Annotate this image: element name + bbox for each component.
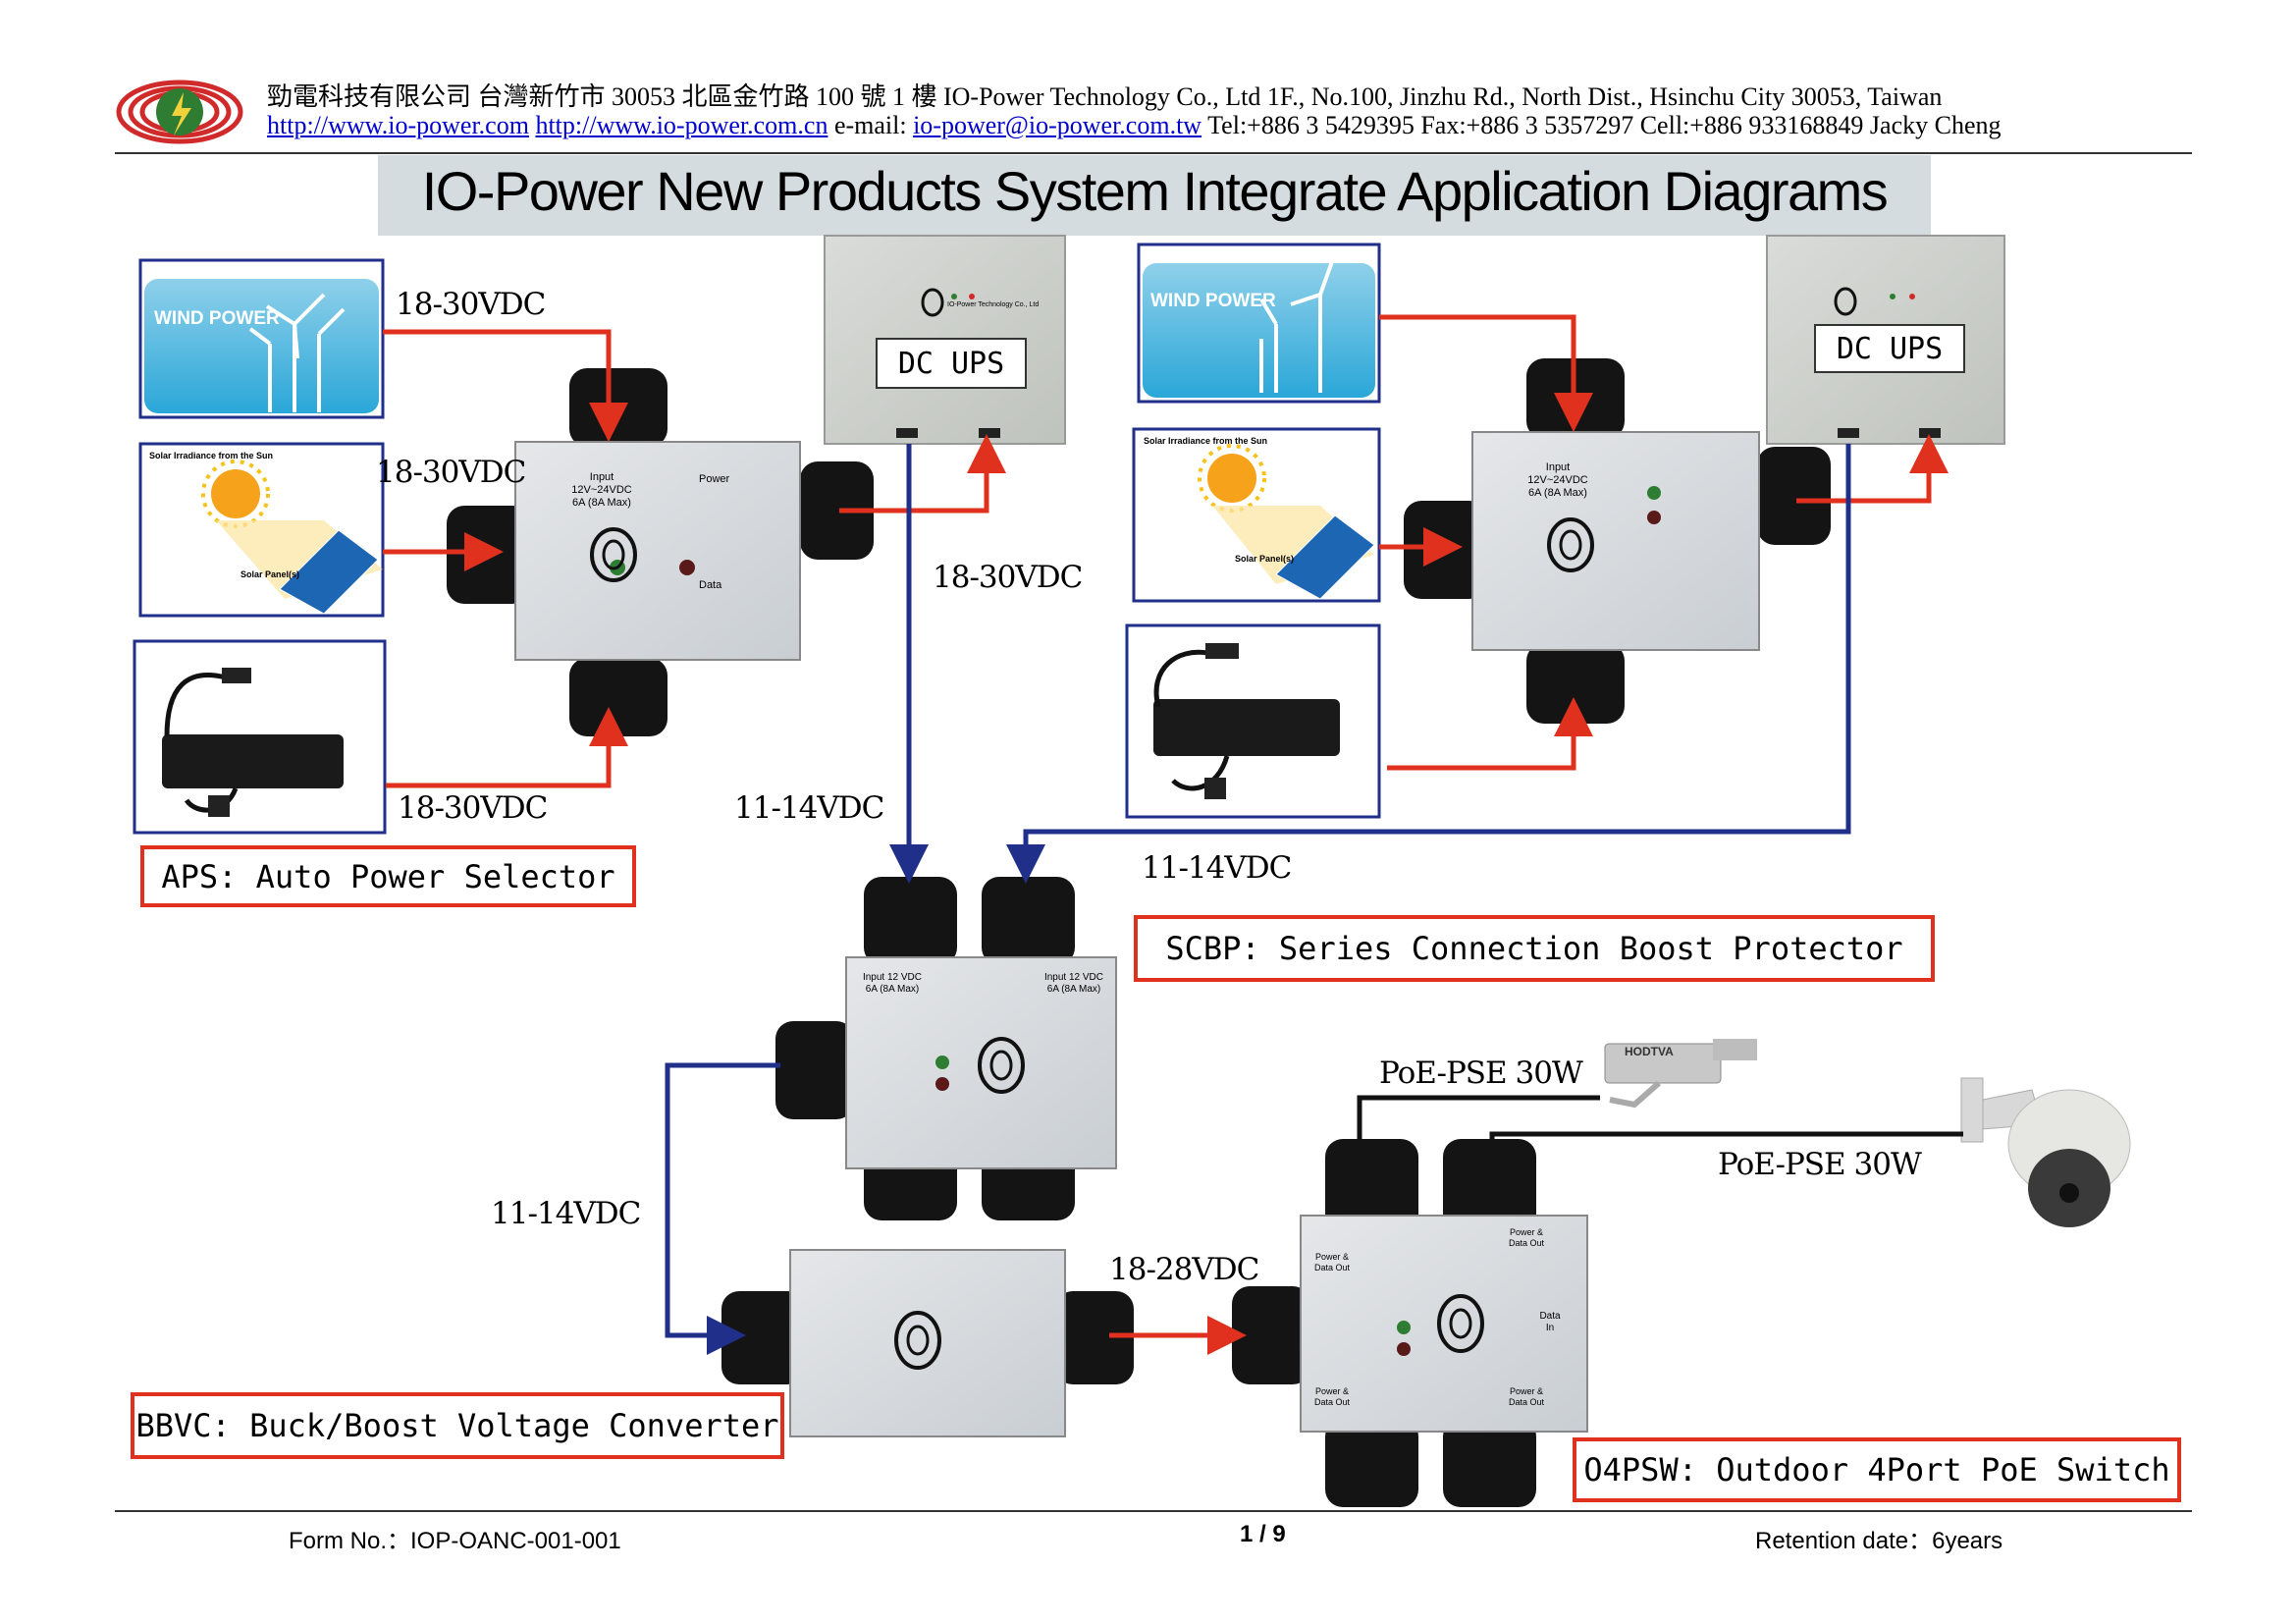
power-adapter-image-left <box>133 639 387 835</box>
page-number: 1 / 9 <box>1240 1521 1286 1547</box>
scbp-input2-text: Input 12 VDC 6A (8A Max) <box>1043 972 1104 995</box>
aps-device-left <box>447 368 874 736</box>
o4psw-label: O4PSW: Outdoor 4Port PoE Switch <box>1573 1437 2181 1502</box>
title-background <box>378 155 1931 236</box>
voltage-ups-left-out: 11-14VDC <box>734 790 884 826</box>
website-link[interactable]: http://www.io-power.com <box>267 111 529 139</box>
wind-power-text-left: WIND POWER <box>154 308 280 329</box>
voltage-ups-right-out: 11-14VDC <box>1142 850 1292 886</box>
contact-line: http://www.io-power.com http://www.io-po… <box>267 111 2002 140</box>
dome-camera-image <box>1960 1077 2131 1227</box>
bbvc-label: BBVC: Buck/Boost Voltage Converter <box>131 1392 784 1459</box>
scbp-label: SCBP: Series Connection Boost Protector <box>1134 915 1935 982</box>
blue-connection-lines <box>665 444 1851 1355</box>
solar-panel-image-left: Solar Irradiance from the Sun Solar Pane… <box>138 442 385 618</box>
solar-text-left: Solar Irradiance from the Sun <box>149 451 273 460</box>
voltage-wind-left: 18-30VDC <box>396 287 546 322</box>
dc-ups-label-right: DC UPS <box>1814 324 1965 373</box>
solar-panel-image-right: Solar Irradiance from the Sun Solar Pane… <box>1132 427 1381 603</box>
company-address: 勁電科技有限公司 台灣新竹市 30053 北區金竹路 100 號 1 樓 IO-… <box>267 82 1943 111</box>
page-title: IO-Power New Products System Integrate A… <box>421 160 1889 222</box>
bbvc-device <box>721 1249 1134 1437</box>
switch-port3-text: Power & Data Out <box>1313 1386 1351 1407</box>
retention-date: Retention date：6years <box>1755 1528 2003 1554</box>
aps-right-input-top-text: Input 12V~24VDC 6A (8A Max) <box>1527 461 1588 499</box>
email-link[interactable]: io-power@io-power.com.tw <box>913 111 1202 139</box>
poe-label-bullet-camera: PoE-PSE 30W <box>1379 1056 1583 1091</box>
wind-power-text-right: WIND POWER <box>1150 291 1276 311</box>
header-rule <box>115 152 2192 154</box>
poe-cable-lines <box>1357 1095 1963 1139</box>
website-link-cn[interactable]: http://www.io-power.com.cn <box>535 111 828 139</box>
voltage-bbvc-to-switch: 18-28VDC <box>1109 1252 1259 1287</box>
poe-label-dome-camera: PoE-PSE 30W <box>1718 1147 1922 1182</box>
aps-power-text: Power <box>699 473 730 485</box>
ups-brand-left: IO-Power Technology Co., Ltd <box>947 301 1039 308</box>
voltage-ups-output: 18-30VDC <box>933 560 1083 595</box>
wind-power-image-right: WIND POWER <box>1137 243 1381 404</box>
scbp-input1-text: Input 12 VDC 6A (8A Max) <box>862 972 923 995</box>
bullet-camera-image: HODTVA <box>1604 1039 1757 1109</box>
form-number: Form No.：IOP-OANC-001-001 <box>289 1528 621 1554</box>
poe-switch-device <box>1232 1139 1588 1507</box>
aps-input-top-text: Input 12V~24VDC 6A (8A Max) <box>571 471 632 509</box>
wind-power-image-left: WIND POWER <box>138 258 385 419</box>
company-logo <box>116 80 243 144</box>
phone-numbers: Tel:+886 3 5429395 Fax:+886 3 5357297 Ce… <box>1207 111 2002 139</box>
switch-port1-text: Power & Data Out <box>1313 1252 1351 1272</box>
switch-port2-text: Power & Data Out <box>1508 1227 1545 1248</box>
power-adapter-image-right <box>1125 623 1381 819</box>
solar-panel-text-right: Solar Panel(s) <box>1235 554 1294 564</box>
solar-text-right: Solar Irradiance from the Sun <box>1144 436 1267 446</box>
red-connection-lines <box>383 314 1949 1355</box>
switch-data-in-text: Data In <box>1539 1311 1561 1333</box>
voltage-solar-left: 18-30VDC <box>376 455 526 490</box>
email-label: e-mail: <box>833 111 907 139</box>
dc-ups-label-left: DC UPS <box>876 338 1027 389</box>
scbp-device <box>775 877 1117 1220</box>
switch-port4-text: Power & Data Out <box>1508 1386 1545 1407</box>
voltage-scbp-to-bbvc: 11-14VDC <box>491 1196 641 1231</box>
aps-device-right <box>1404 358 1831 724</box>
camera-brand-text: HODTVA <box>1625 1045 1674 1058</box>
aps-data-text: Data <box>699 579 722 591</box>
solar-panel-text-left: Solar Panel(s) <box>240 569 299 579</box>
aps-label: APS: Auto Power Selector <box>140 845 636 907</box>
footer-rule <box>115 1510 2192 1512</box>
voltage-adapter-left: 18-30VDC <box>398 790 548 826</box>
